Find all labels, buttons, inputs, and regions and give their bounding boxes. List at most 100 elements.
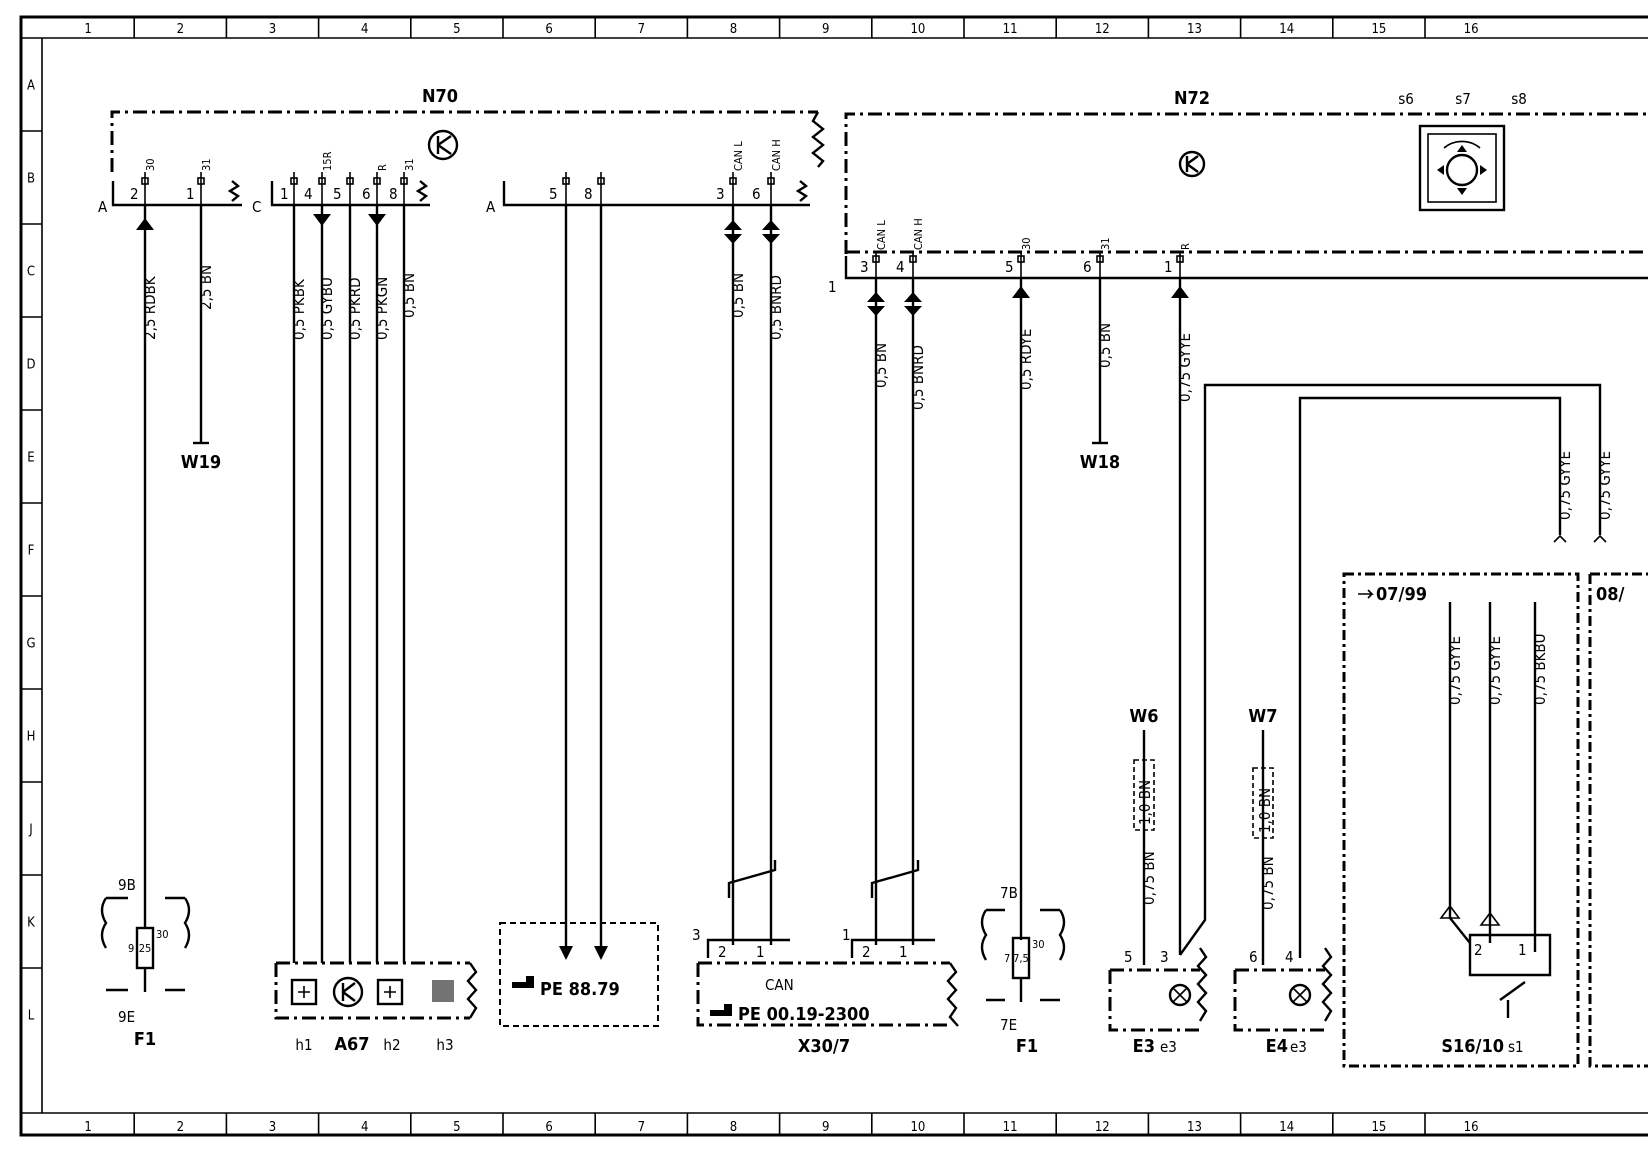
pin-n72-4: 4 CAN H — [896, 218, 925, 278]
svg-text:1: 1 — [1164, 258, 1173, 276]
wire-label-bnrd-b: 0,5 BNRD — [909, 345, 927, 410]
n72-wires: 0,5 BN 0,5 BNRD 0,5 RDYE 0,5 BN W18 0,75… — [867, 278, 1614, 958]
svg-text:30: 30 — [1020, 237, 1033, 250]
grid-column-label: 4 — [361, 1120, 368, 1135]
svg-text:31: 31 — [1099, 237, 1112, 250]
f1-right-label: F1 — [1016, 1036, 1038, 1057]
wire-label-rdye: 0,5 RDYE — [1017, 329, 1035, 390]
pin-n72-3: 3 CAN L — [860, 220, 888, 278]
svg-text:5: 5 — [1005, 258, 1014, 276]
svg-text:15R: 15R — [321, 151, 334, 171]
svg-text:6: 6 — [752, 185, 761, 203]
svg-text:1: 1 — [186, 185, 195, 203]
w18-ground-label: W18 — [1080, 452, 1120, 473]
svg-text:8: 8 — [584, 185, 593, 203]
svg-text:3: 3 — [692, 926, 701, 944]
fuse-rating-25: 25 — [139, 942, 152, 955]
w19-ground-label: W19 — [181, 452, 221, 473]
grid-column-label: 11 — [1003, 22, 1018, 37]
pin-c6: 6 R — [362, 164, 389, 205]
svg-text:5: 5 — [1124, 948, 1133, 966]
svg-text:30: 30 — [156, 928, 169, 941]
wire-label-gyye-a: 0,75 GYYE — [1176, 333, 1194, 402]
grid-column-label: 6 — [545, 1120, 552, 1135]
grid-row-label: L — [28, 1009, 35, 1024]
svg-text:1: 1 — [842, 926, 851, 944]
pe-88-79-label: PE 88.79 — [540, 979, 620, 1000]
e4-lamp-unit: W7 1,0 BN 0,75 BN 6 4 E4 e3 — [1233, 706, 1333, 1057]
n72-control-unit-icon — [1178, 150, 1206, 178]
grid-column-label: 8 — [730, 22, 737, 37]
wire-label-gyye-c: 0,75 GYYE — [1596, 451, 1614, 520]
h3-label: h3 — [436, 1036, 453, 1054]
variant-date-0799: 07/99 — [1376, 584, 1427, 605]
n70-label: N70 — [422, 86, 458, 107]
svg-text:2: 2 — [130, 185, 139, 203]
h1-label: h1 — [295, 1036, 312, 1054]
svg-text:3: 3 — [1160, 948, 1169, 966]
grid-column-label: 12 — [1095, 1120, 1110, 1135]
connector-a2-label: A — [486, 198, 496, 216]
svg-text:31: 31 — [200, 158, 213, 171]
grid-column-label: 9 — [822, 22, 829, 37]
grid-column-label: 16 — [1464, 22, 1479, 37]
e4-label: E4 — [1266, 1036, 1288, 1057]
svg-text:2: 2 — [718, 943, 727, 961]
pin-n72-6: 6 31 — [1083, 237, 1112, 278]
svg-text:2: 2 — [862, 943, 871, 961]
svg-text:7B: 7B — [1000, 884, 1018, 902]
drawing-frame — [19, 15, 1648, 1137]
svg-text:7E: 7E — [1000, 1016, 1017, 1034]
grid-row-label: E — [27, 451, 34, 466]
wire-label-bn05d: 0,5 BN — [1096, 323, 1114, 368]
wire-label-bn05c: 0,5 BN — [872, 343, 890, 388]
h2-label: h2 — [383, 1036, 400, 1054]
n72-label: N72 — [1174, 88, 1210, 109]
svg-text:3: 3 — [860, 258, 869, 276]
grid-column-label: 12 — [1095, 22, 1110, 37]
e3-label: E3 — [1133, 1036, 1155, 1057]
svg-text:6: 6 — [1083, 258, 1092, 276]
svg-text:1: 1 — [899, 943, 908, 961]
wire-label-pkgn: 0,5 PKGN — [373, 277, 391, 340]
svg-text:CAN L: CAN L — [875, 220, 888, 250]
wire-label-rdbk: 2,5 RDBK — [141, 275, 159, 340]
switch-s7-label: s7 — [1455, 90, 1471, 108]
connector-a-label: A — [98, 198, 108, 216]
pe-00-19-2300-label: PE 00.19-2300 — [738, 1004, 870, 1025]
grid-column-label: 10 — [910, 1120, 925, 1135]
svg-text:CAN L: CAN L — [732, 141, 745, 171]
svg-text:31: 31 — [403, 158, 416, 171]
wire-label-gyye-e: 0,75 GYYE — [1486, 636, 1504, 705]
svg-text:9E: 9E — [118, 1008, 135, 1026]
svg-text:8: 8 — [389, 185, 398, 203]
grid-column-label: 16 — [1464, 1120, 1479, 1135]
can-label: CAN — [765, 976, 794, 994]
grid-column-label: 13 — [1187, 22, 1202, 37]
svg-text:1: 1 — [756, 943, 765, 961]
svg-text:5: 5 — [333, 185, 342, 203]
grid-row-label: J — [28, 823, 32, 838]
grid-column-label: 4 — [361, 22, 368, 37]
pin-c8: 8 31 — [389, 158, 416, 205]
w6-ground-label: W6 — [1129, 706, 1158, 727]
pin-a3: 3 CAN L — [716, 141, 745, 205]
wire-label-bn25: 2,5 BN — [197, 265, 215, 310]
grid-column-label: 7 — [638, 22, 645, 37]
e3-sub-label: e3 — [1160, 1038, 1177, 1056]
n70-pins: 2 30 1 31 1 4 15R 5 6 R 8 — [130, 139, 783, 205]
pin-n72-1: 1 R — [1164, 243, 1192, 278]
wire-label-gybu: 0,5 GYBU — [318, 277, 336, 340]
svg-text:30: 30 — [1032, 938, 1045, 951]
grid-row-label: A — [27, 79, 35, 94]
grid-row-label: F — [28, 544, 35, 559]
svg-text:1: 1 — [280, 185, 289, 203]
grid-column-label: 15 — [1371, 22, 1386, 37]
wire-label-bn05b: 0,5 BN — [729, 273, 747, 318]
n70-wires: 2,5 RDBK 2,5 BN W19 0,5 PKBK 0,5 GYBU 0,… — [136, 205, 785, 963]
svg-text:2: 2 — [1474, 941, 1483, 959]
n70-control-unit-icon — [427, 129, 459, 161]
s16-10-label: S16/10 — [1441, 1036, 1504, 1057]
